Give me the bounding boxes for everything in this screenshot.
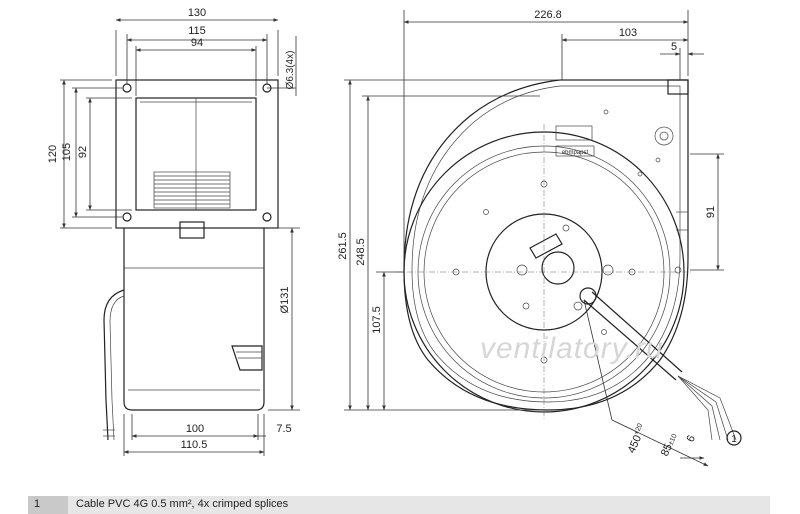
dim-226-8: 226.8 xyxy=(534,9,562,21)
mounting-flange xyxy=(115,79,279,229)
dim-120: 120 xyxy=(47,145,59,163)
dim-hole: Ø6.3(4x) xyxy=(285,51,296,90)
cable-gland xyxy=(231,345,263,371)
mount-hole xyxy=(122,212,132,222)
dim-248-5: 248.5 xyxy=(355,238,367,266)
cable-gland xyxy=(579,287,597,305)
mount-hole xyxy=(262,212,272,222)
legend-number: 1 xyxy=(28,496,68,514)
dim-5: 5 xyxy=(671,41,677,53)
dim-100: 100 xyxy=(186,423,204,435)
technical-drawing: 130 115 94 Ø6.3(4x) 120 105 92 Ø131 xyxy=(47,7,742,467)
motor-cap xyxy=(179,221,205,239)
shaft-boss xyxy=(541,251,575,285)
vent-slots xyxy=(153,171,231,209)
dim-94: 94 xyxy=(191,37,203,49)
label-plate: ebmpapst xyxy=(562,150,589,156)
front-view: 130 115 94 Ø6.3(4x) 120 105 92 Ø131 xyxy=(47,7,300,456)
dim-85: 85±10 xyxy=(659,431,680,458)
scroll-housing xyxy=(403,79,689,411)
dim-7-5: 7.5 xyxy=(276,423,291,435)
dim-261-5: 261.5 xyxy=(337,232,349,260)
dim-103: 103 xyxy=(619,27,637,39)
dim-d131: Ø131 xyxy=(279,287,291,314)
dim-130: 130 xyxy=(188,7,206,19)
dim-115: 115 xyxy=(188,25,206,37)
callout-1-label: 1 xyxy=(731,434,737,445)
side-view: ebmpapst 1 226.8 103 5 91 261 xyxy=(337,9,742,467)
watermark: ventilatory.ru xyxy=(480,332,664,365)
electronics-area: ebmpapst xyxy=(555,109,674,177)
legend-row: 1 Cable PVC 4G 0.5 mm², 4x crimped splic… xyxy=(28,496,770,514)
dim-107-5: 107.5 xyxy=(371,306,383,334)
housing-body xyxy=(123,228,265,411)
dim-110-5: 110.5 xyxy=(181,439,208,451)
outlet-flange xyxy=(667,79,689,95)
legend-description: Cable PVC 4G 0.5 mm², 4x crimped splices xyxy=(68,496,770,514)
cable xyxy=(583,299,677,381)
callout-1 xyxy=(726,430,742,446)
dim-92: 92 xyxy=(77,146,89,158)
mount-hole xyxy=(122,83,132,93)
rotation-arrow-plate xyxy=(529,233,563,259)
dim-105: 105 xyxy=(61,143,73,161)
dim-450: 450+20 xyxy=(626,422,649,455)
dim-6: 6 xyxy=(685,434,698,444)
cable xyxy=(103,289,125,441)
dim-91: 91 xyxy=(705,206,717,218)
